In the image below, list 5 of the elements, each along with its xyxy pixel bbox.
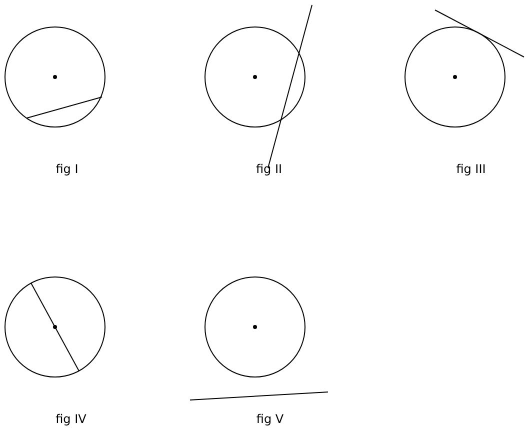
figure-label: fig IV [56,412,86,426]
figure-label: fig I [56,162,78,176]
figure-label: fig III [456,162,486,176]
figure-label: fig II [256,162,282,176]
figure-label: fig V [256,412,284,426]
